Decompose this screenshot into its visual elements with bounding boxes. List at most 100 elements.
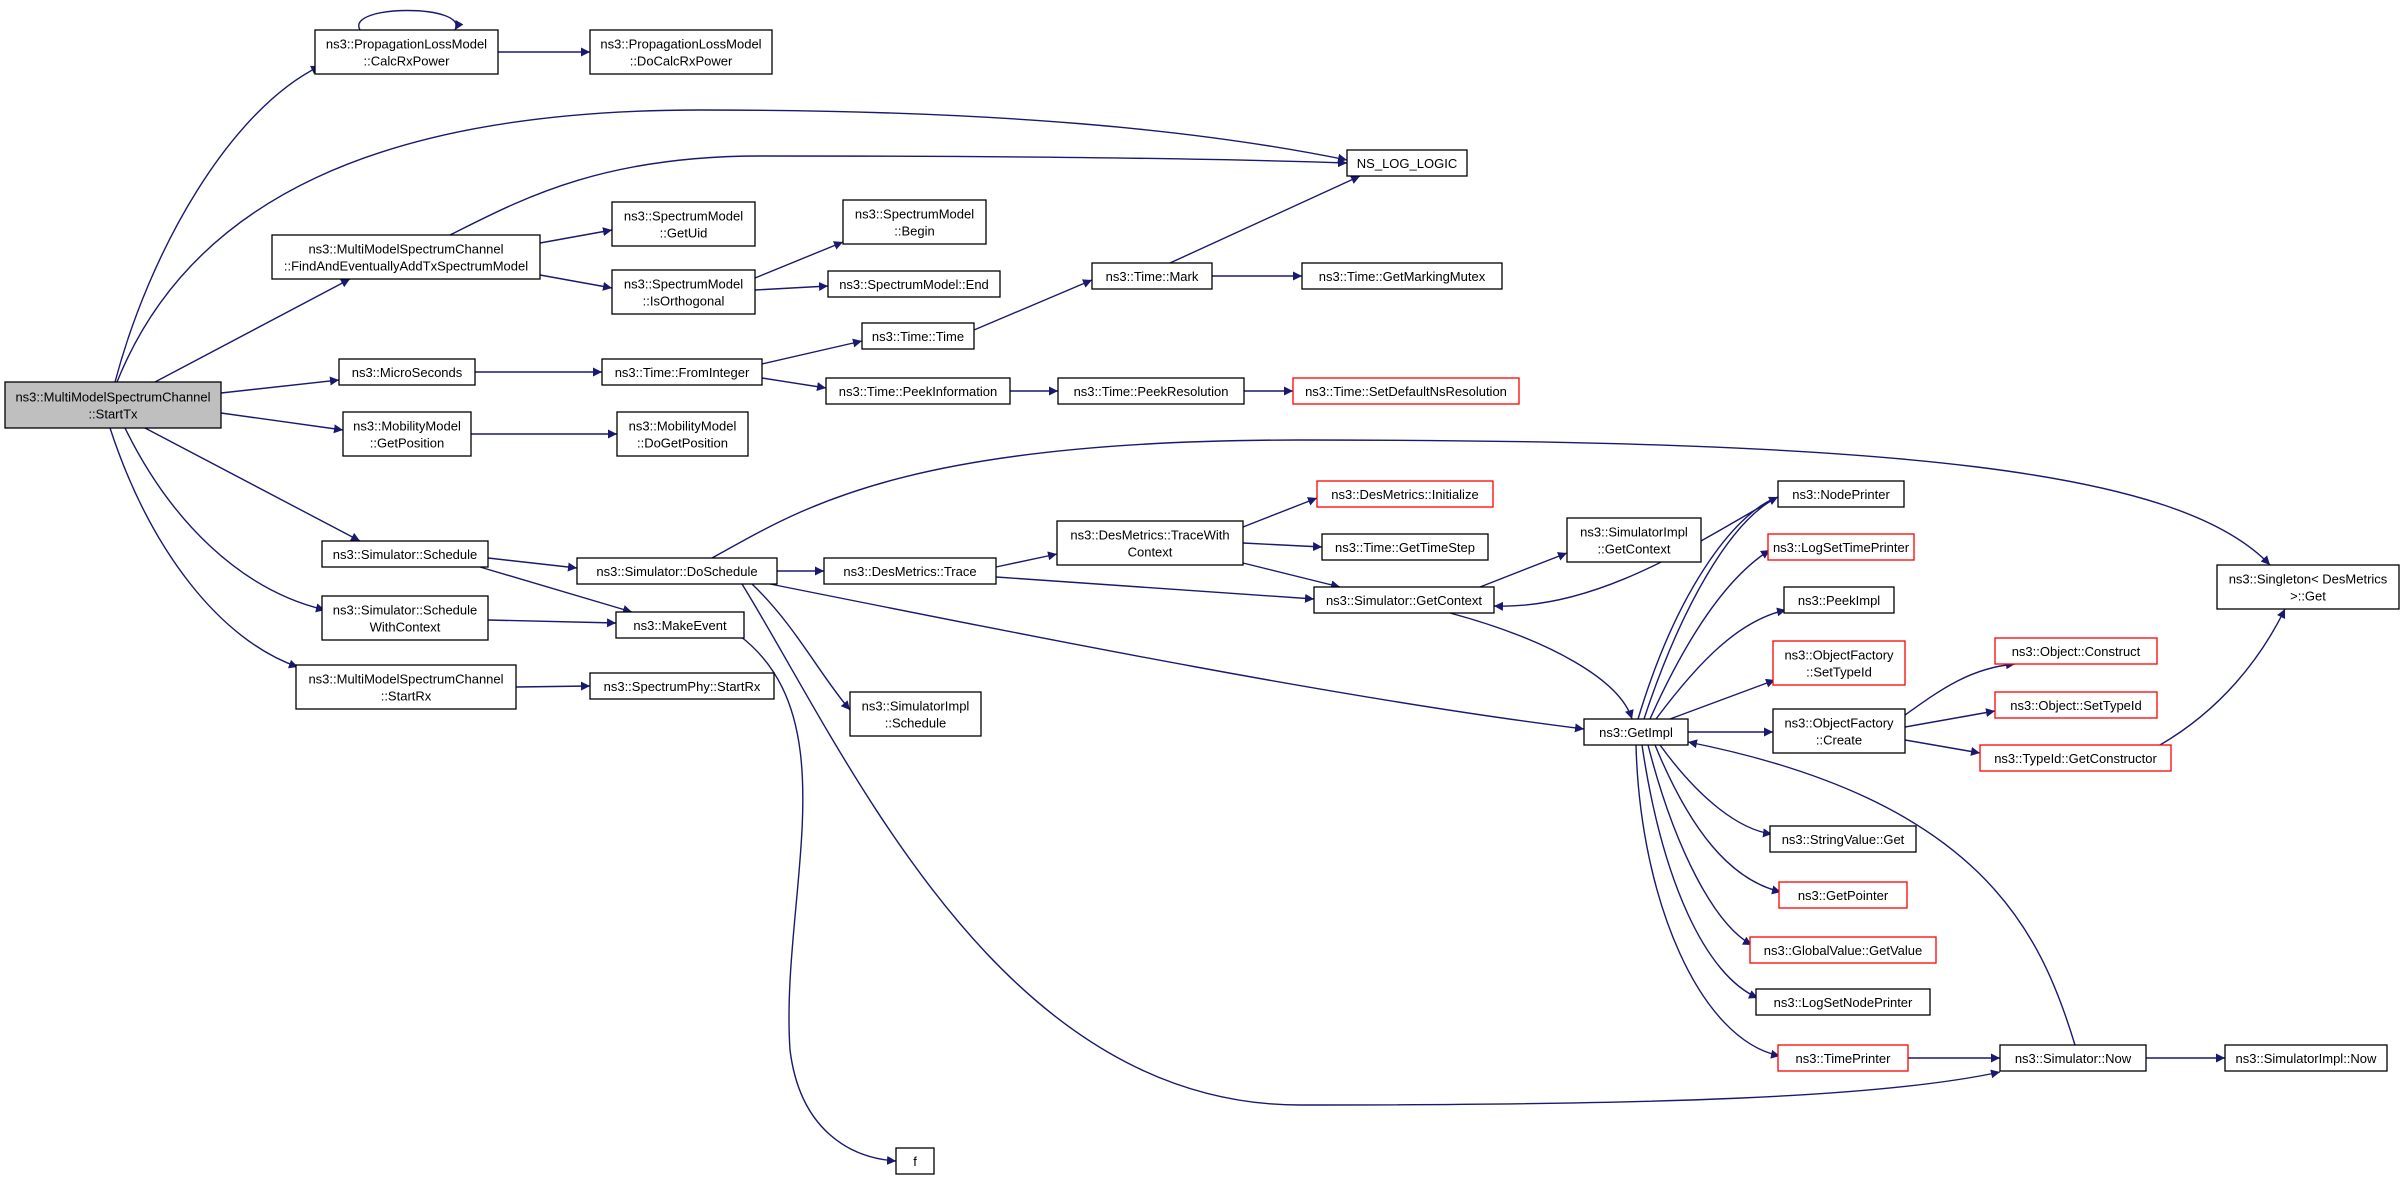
node-starttx[interactable]: ns3::MultiModelSpectrumChannel::StartTx: [4, 381, 222, 429]
node-box-isorth[interactable]: [611, 269, 756, 315]
node-schedule[interactable]: ns3::Simulator::Schedule: [321, 540, 489, 568]
node-desminit[interactable]: ns3::DesMetrics::Initialize: [1316, 480, 1494, 508]
node-box-logsetnodeprinter[interactable]: [1755, 988, 1931, 1016]
node-box-peekinfo[interactable]: [825, 377, 1011, 405]
node-docalc[interactable]: ns3::PropagationLossModel::DoCalcRxPower: [589, 29, 773, 75]
node-box-smend[interactable]: [827, 270, 1001, 298]
node-nslog[interactable]: NS_LOG_LOGIC: [1346, 149, 1468, 177]
node-box-desminit[interactable]: [1316, 480, 1494, 508]
node-box-schedulewc[interactable]: [321, 595, 489, 641]
node-box-peekimpl[interactable]: [1783, 586, 1895, 614]
node-timeprinter[interactable]: ns3::TimePrinter: [1777, 1044, 1909, 1072]
node-simimplnow[interactable]: ns3::SimulatorImpl::Now: [2224, 1044, 2388, 1072]
node-specphystartrx[interactable]: ns3::SpectrumPhy::StartRx: [589, 672, 775, 700]
node-box-dogetposition[interactable]: [616, 411, 749, 457]
node-box-starttx[interactable]: [4, 381, 222, 429]
node-logsetnodeprinter[interactable]: ns3::LogSetNodePrinter: [1755, 988, 1931, 1016]
node-getposition[interactable]: ns3::MobilityModel::GetPosition: [342, 411, 472, 457]
node-simimplgetcontext[interactable]: ns3::SimulatorImpl::GetContext: [1566, 517, 1702, 563]
node-box-getimpl[interactable]: [1583, 718, 1689, 746]
node-box-schedule[interactable]: [321, 540, 489, 568]
node-box-doschedule[interactable]: [576, 557, 778, 585]
node-peekimpl[interactable]: ns3::PeekImpl: [1783, 586, 1895, 614]
node-ofsettypeid[interactable]: ns3::ObjectFactory::SetTypeId: [1772, 640, 1906, 686]
node-simnow[interactable]: ns3::Simulator::Now: [1999, 1044, 2147, 1072]
node-box-getmarkmutex[interactable]: [1301, 262, 1503, 290]
node-box-simgetcontext[interactable]: [1313, 586, 1495, 614]
node-box-smbegin[interactable]: [842, 199, 987, 245]
node-box-ofcreate[interactable]: [1772, 708, 1906, 754]
node-timetime[interactable]: ns3::Time::Time: [861, 322, 975, 350]
node-box-simimplnow[interactable]: [2224, 1044, 2388, 1072]
node-box-timemark[interactable]: [1091, 262, 1213, 290]
node-frominteger[interactable]: ns3::Time::FromInteger: [601, 358, 763, 386]
node-box-startrx[interactable]: [295, 664, 517, 710]
node-box-desmtrace[interactable]: [823, 557, 997, 585]
node-box-ofsettypeid[interactable]: [1772, 640, 1906, 686]
node-box-setdefaultns[interactable]: [1292, 377, 1520, 405]
node-microsec[interactable]: ns3::MicroSeconds: [338, 358, 476, 386]
node-smbegin[interactable]: ns3::SpectrumModel::Begin: [842, 199, 987, 245]
node-getimpl[interactable]: ns3::GetImpl: [1583, 718, 1689, 746]
node-typeidgetctor[interactable]: ns3::TypeId::GetConstructor: [1979, 744, 2172, 772]
node-calcrx[interactable]: ns3::PropagationLossModel::CalcRxPower: [314, 29, 499, 75]
node-peekinfo[interactable]: ns3::Time::PeekInformation: [825, 377, 1011, 405]
node-box-gvgetvalue[interactable]: [1749, 936, 1937, 964]
node-box-objconstruct[interactable]: [1994, 637, 2158, 665]
node-box-nodeprinter[interactable]: [1777, 480, 1905, 508]
node-box-logsettimeprinter[interactable]: [1767, 533, 1915, 561]
node-timemark[interactable]: ns3::Time::Mark: [1091, 262, 1213, 290]
node-gvgetvalue[interactable]: ns3::GlobalValue::GetValue: [1749, 936, 1937, 964]
node-simgetcontext[interactable]: ns3::Simulator::GetContext: [1313, 586, 1495, 614]
node-getpointer[interactable]: ns3::GetPointer: [1778, 881, 1908, 909]
node-box-f[interactable]: [895, 1147, 935, 1175]
node-setdefaultns[interactable]: ns3::Time::SetDefaultNsResolution: [1292, 377, 1520, 405]
node-box-frominteger[interactable]: [601, 358, 763, 386]
node-gettimestep[interactable]: ns3::Time::GetTimeStep: [1321, 533, 1489, 561]
node-box-simnow[interactable]: [1999, 1044, 2147, 1072]
node-box-typeidgetctor[interactable]: [1979, 744, 2172, 772]
node-makeevent[interactable]: ns3::MakeEvent: [615, 611, 745, 639]
node-simimplschedule[interactable]: ns3::SimulatorImpl::Schedule: [849, 691, 982, 737]
node-box-gettimestep[interactable]: [1321, 533, 1489, 561]
node-box-getpointer[interactable]: [1778, 881, 1908, 909]
node-box-stringvalueget[interactable]: [1769, 825, 1917, 853]
node-getmarkmutex[interactable]: ns3::Time::GetMarkingMutex: [1301, 262, 1503, 290]
node-peekres[interactable]: ns3::Time::PeekResolution: [1057, 377, 1245, 405]
node-box-getposition[interactable]: [342, 411, 472, 457]
node-box-getuid[interactable]: [611, 201, 756, 247]
node-box-desmtracewc[interactable]: [1056, 520, 1244, 566]
node-singleton[interactable]: ns3::Singleton< DesMetrics>::Get: [2216, 564, 2400, 610]
node-box-simimplschedule[interactable]: [849, 691, 982, 737]
node-doschedule[interactable]: ns3::Simulator::DoSchedule: [576, 557, 778, 585]
node-box-specphystartrx[interactable]: [589, 672, 775, 700]
node-box-findadd[interactable]: [271, 234, 541, 280]
node-isorth[interactable]: ns3::SpectrumModel::IsOrthogonal: [611, 269, 756, 315]
node-startrx[interactable]: ns3::MultiModelSpectrumChannel::StartRx: [295, 664, 517, 710]
node-stringvalueget[interactable]: ns3::StringValue::Get: [1769, 825, 1917, 853]
node-ofcreate[interactable]: ns3::ObjectFactory::Create: [1772, 708, 1906, 754]
node-box-calcrx[interactable]: [314, 29, 499, 75]
node-logsettimeprinter[interactable]: ns3::LogSetTimePrinter: [1767, 533, 1915, 561]
node-getuid[interactable]: ns3::SpectrumModel::GetUid: [611, 201, 756, 247]
node-smend[interactable]: ns3::SpectrumModel::End: [827, 270, 1001, 298]
node-f[interactable]: f: [895, 1147, 935, 1175]
node-box-objsettypeid[interactable]: [1994, 691, 2158, 719]
node-box-singleton[interactable]: [2216, 564, 2400, 610]
node-box-timeprinter[interactable]: [1777, 1044, 1909, 1072]
node-objsettypeid[interactable]: ns3::Object::SetTypeId: [1994, 691, 2158, 719]
node-box-simimplgetcontext[interactable]: [1566, 517, 1702, 563]
node-box-microsec[interactable]: [338, 358, 476, 386]
node-box-makeevent[interactable]: [615, 611, 745, 639]
node-box-timetime[interactable]: [861, 322, 975, 350]
node-desmtrace[interactable]: ns3::DesMetrics::Trace: [823, 557, 997, 585]
node-dogetposition[interactable]: ns3::MobilityModel::DoGetPosition: [616, 411, 749, 457]
node-findadd[interactable]: ns3::MultiModelSpectrumChannel::FindAndE…: [271, 234, 541, 280]
node-box-peekres[interactable]: [1057, 377, 1245, 405]
node-box-nslog[interactable]: [1346, 149, 1468, 177]
node-objconstruct[interactable]: ns3::Object::Construct: [1994, 637, 2158, 665]
node-box-docalc[interactable]: [589, 29, 773, 75]
node-nodeprinter[interactable]: ns3::NodePrinter: [1777, 480, 1905, 508]
